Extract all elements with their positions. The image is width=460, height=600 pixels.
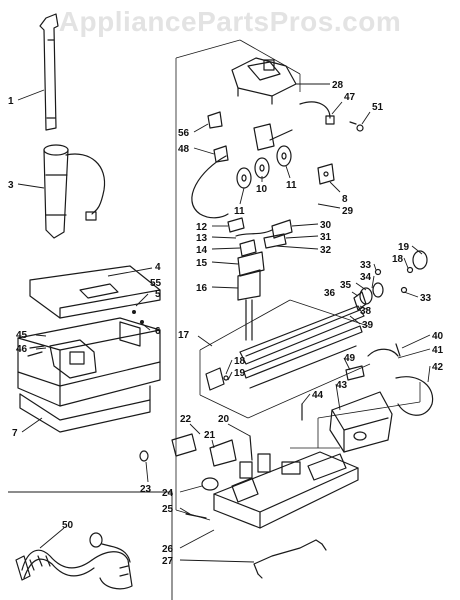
callout-33a: 33: [360, 260, 372, 271]
callout-46: 46: [16, 344, 28, 355]
callout-45: 45: [16, 330, 28, 341]
part-switch-housing: [231, 57, 297, 105]
callout-40: 40: [432, 331, 444, 342]
callout-32: 32: [320, 245, 332, 256]
callout-55: 55: [150, 278, 162, 289]
callout-35: 35: [340, 280, 352, 291]
callout-31: 31: [320, 232, 332, 243]
callout-14: 14: [196, 245, 208, 256]
callout-41: 41: [432, 345, 444, 356]
callout-34: 34: [360, 272, 372, 283]
callout-1: 1: [8, 96, 14, 107]
callout-22: 22: [180, 414, 192, 425]
callout-44: 44: [312, 390, 324, 401]
callout-26: 26: [162, 544, 174, 555]
part-brush-roll: [205, 250, 428, 391]
callout-18a: 18: [392, 254, 404, 265]
callout-4: 4: [155, 262, 161, 273]
part-linkage: [227, 217, 293, 341]
callout-33b: 33: [420, 293, 432, 304]
callout-labels: 1 3 4 55 5 6 45 46 7 28 47 51 56 48 10 1…: [8, 80, 444, 567]
assembly-frame: [175, 39, 421, 521]
callout-18b: 18: [234, 356, 246, 367]
callout-43: 43: [336, 380, 348, 391]
callout-6: 6: [155, 326, 161, 337]
callout-3: 3: [8, 180, 14, 191]
callout-11b: 11: [286, 180, 297, 191]
part-motor-assembly: [301, 343, 434, 453]
callout-48: 48: [178, 144, 190, 155]
callout-13: 13: [196, 233, 208, 244]
part-side-bracket: [317, 163, 335, 185]
callout-23: 23: [140, 484, 152, 495]
callout-24: 24: [162, 488, 174, 499]
callout-11a: 11: [234, 206, 245, 217]
callout-8: 8: [342, 194, 348, 205]
part-lower-handle: [43, 144, 106, 239]
callout-19b: 19: [234, 368, 246, 379]
callout-39: 39: [362, 320, 374, 331]
part-clip-and-cord: [191, 111, 275, 219]
callout-16: 16: [196, 283, 208, 294]
inset-hose-box: [8, 491, 173, 600]
callout-19a: 19: [398, 242, 410, 253]
callout-29: 29: [342, 206, 354, 217]
callout-28: 28: [332, 80, 344, 91]
callout-15: 15: [196, 258, 208, 269]
callout-51: 51: [372, 102, 384, 113]
callout-47: 47: [344, 92, 356, 103]
callout-25: 25: [162, 504, 174, 515]
part-base-plate: [139, 433, 359, 579]
callout-20: 20: [218, 414, 230, 425]
part-wand-tube: [39, 13, 59, 131]
part-hood-assembly: [17, 265, 161, 433]
callout-42: 42: [432, 362, 444, 373]
callout-21: 21: [204, 430, 216, 441]
callout-12: 12: [196, 222, 208, 233]
callout-17: 17: [178, 330, 190, 341]
callout-50: 50: [62, 520, 74, 531]
callout-30: 30: [320, 220, 332, 231]
callout-38: 38: [360, 306, 372, 317]
callout-7: 7: [12, 428, 18, 439]
callout-27: 27: [162, 556, 174, 567]
callout-5: 5: [155, 289, 161, 300]
callout-56: 56: [178, 128, 190, 139]
watermark: AppliancePartsPros.com: [58, 6, 402, 37]
part-pulley-set: [236, 129, 293, 189]
callout-10: 10: [256, 184, 268, 195]
part-wire-lead: [299, 101, 364, 132]
callout-36: 36: [324, 288, 336, 299]
callout-49: 49: [344, 353, 356, 364]
